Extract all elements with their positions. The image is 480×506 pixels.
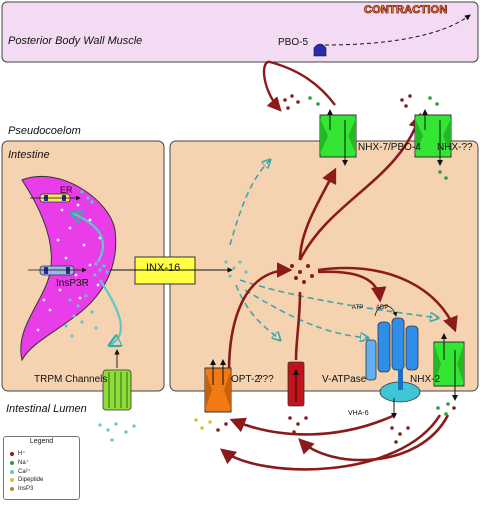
legend-label-proton: H⁺ [18,451,26,457]
opt2-label: OPT-2 [231,374,260,385]
legend-item-proton: H⁺ [10,450,26,457]
nhx2-label: NHX-2 [410,374,441,385]
nhx-unknown-channel-icon [414,109,452,166]
ion-dots-nhx7 [283,94,320,110]
insp3-dot [10,487,14,491]
pseudocoelom-label: Pseudocoelom [8,125,81,137]
trpm-channel-icon [102,349,132,411]
lumen-dots-nhx2 [436,402,456,416]
lumen-dots-vatpase [390,426,410,444]
intestine-label: Intestine [8,149,50,161]
ion-dots-nhx-unknown [400,94,448,180]
unknown-channel-icon [287,361,305,407]
dipeptide-dot [10,478,14,482]
vha6-label: VHA-6 [348,410,369,417]
muscle-region-label: Posterior Body Wall Muscle [8,35,143,47]
opt2-channel-icon [204,359,232,413]
lumen-dots-opt2 [194,418,228,432]
lumen-label: Intestinal Lumen [6,403,87,415]
legend: Legend H⁺ Na⁺ Ca²⁺ Dipeptide InsP3 [3,436,80,500]
nhx-unknown-label: NHX-?? [437,142,473,153]
insp3r-channel-icon [28,265,87,276]
legend-item-insp3: InsP3 [10,486,33,492]
pbo5-receptor-icon [313,43,327,57]
calcium-dot [10,469,14,474]
pbo5-label: PBO-5 [278,37,309,48]
contraction-label: CONTRACTION [364,4,448,17]
calcium-dots-right [224,260,248,278]
legend-item-dipeptide: Dipeptide [10,477,43,483]
calcium-dots-left [64,190,109,338]
lumen-dots-unknown [288,416,308,434]
legend-item-calcium: Ca²⁺ [10,468,31,475]
er-calcium-pump-icon [30,193,81,203]
unknown-label: ??? [257,374,274,385]
legend-item-sodium: Na⁺ [10,459,29,466]
er-calcium-dots [36,198,102,332]
legend-title: Legend [29,438,54,445]
er-label: ER [60,185,73,195]
legend-label-sodium: Na⁺ [18,460,29,466]
inx16-channel [134,256,196,285]
muscle-region [1,1,479,63]
nhx7-label: NHX-7/PBO-4 [358,142,421,153]
proton-dot [10,451,14,456]
trpm-label: TRPM Channels [34,374,108,385]
atp-label: ATP [352,305,364,311]
nhx2-channel-icon [433,333,465,401]
intestine-cell-right [169,140,479,392]
insp3r-label: InsP3R [56,278,89,289]
legend-label-calcium: Ca²⁺ [18,469,31,475]
nhx7-channel-icon [319,109,357,166]
inx16-label: INX-16 [146,262,181,274]
calcium-dots-lumen [98,422,136,442]
vatpase-complex-icon [365,305,421,419]
sodium-dot [10,460,14,465]
legend-label-dipeptide: Dipeptide [18,477,44,483]
vatpase-label: V-ATPase [322,374,367,385]
adp-label: ADP [376,305,389,311]
legend-label-insp3: InsP3 [18,486,34,492]
